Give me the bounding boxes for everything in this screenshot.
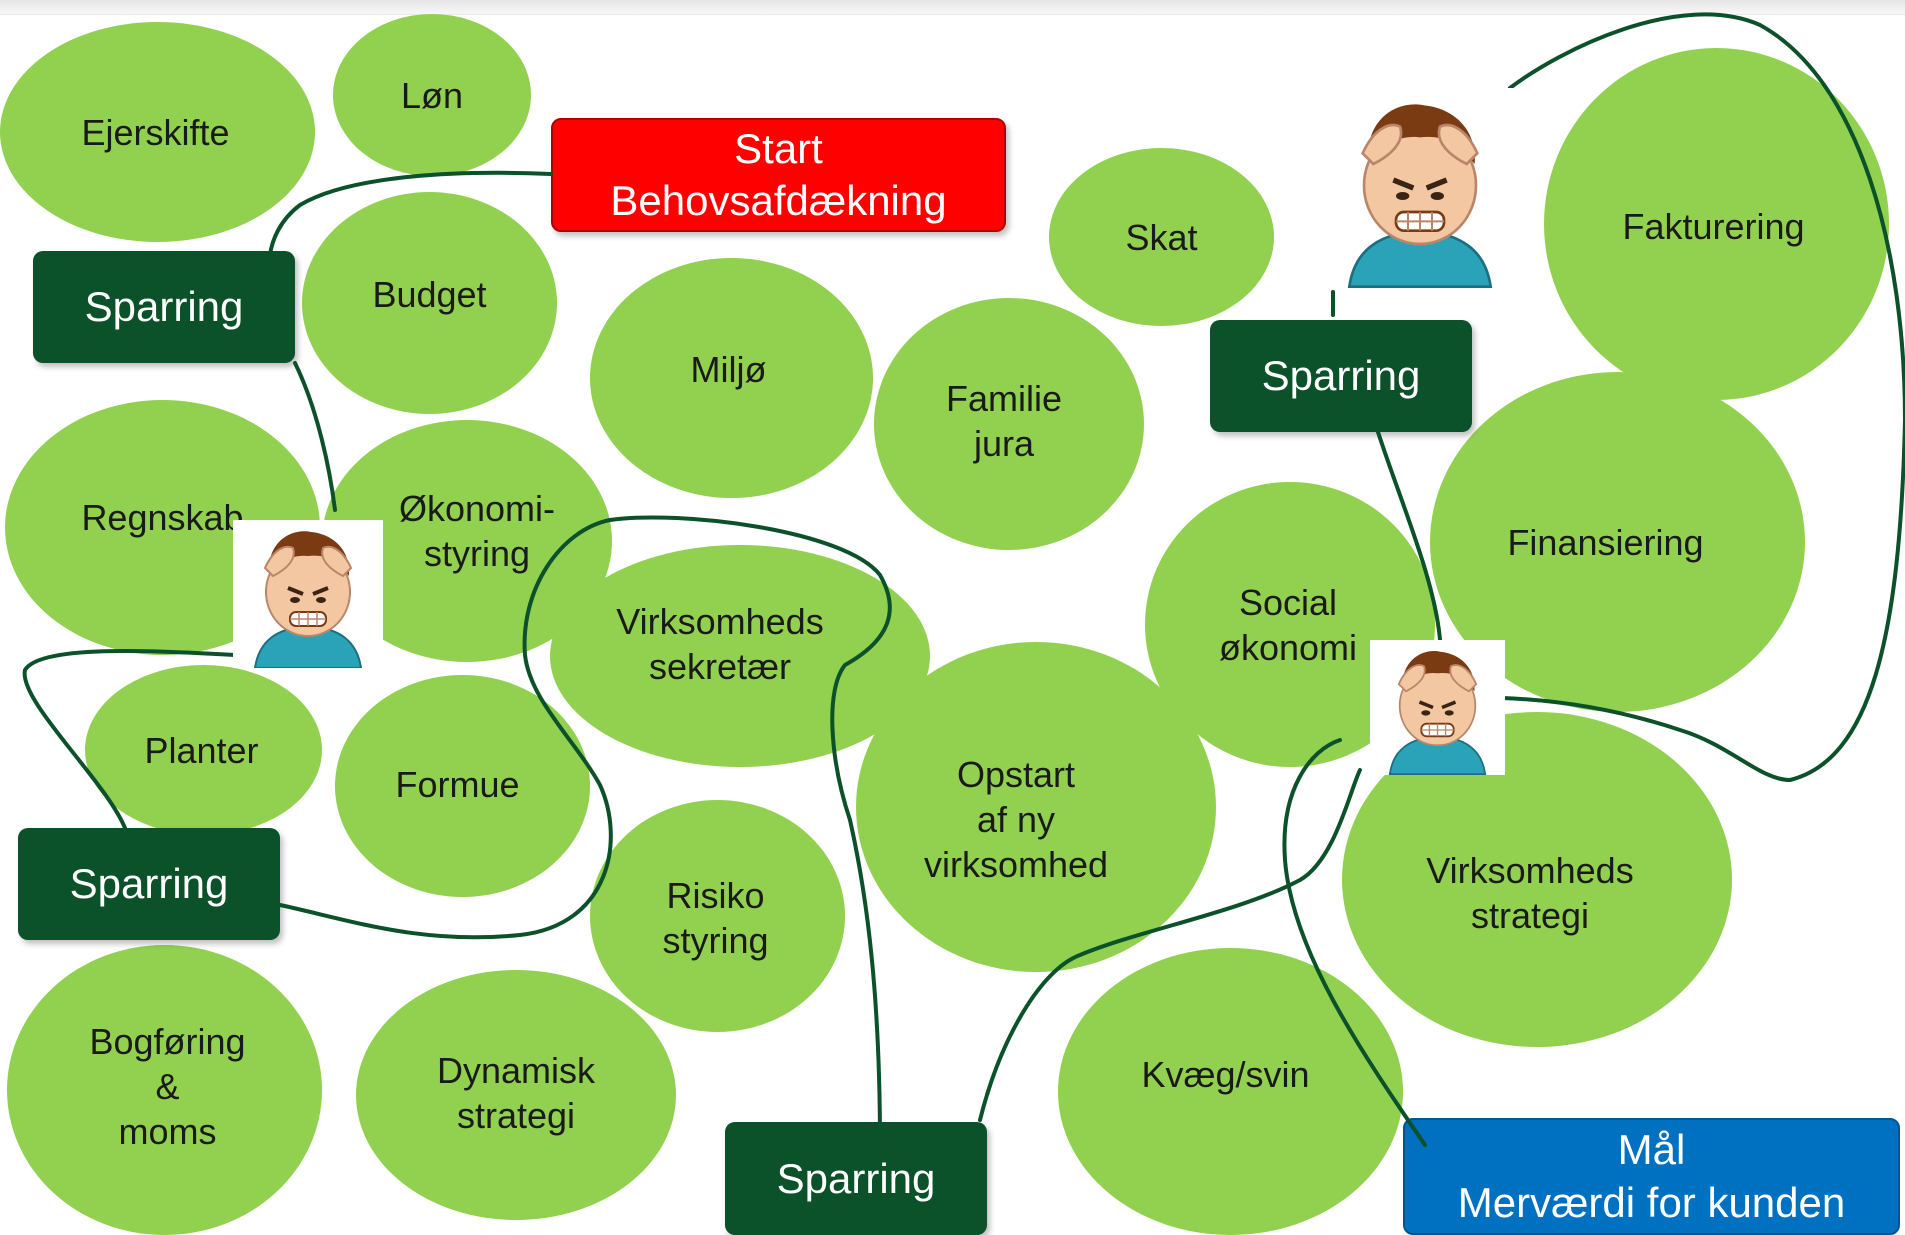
bubble-budget: Budget [302,192,557,414]
goal-box: Mål Merværdi for kunden [1403,1118,1900,1235]
bubble-planter: Planter [85,665,322,835]
bubble-virksomhedssekretaer: Virksomheds sekretær [550,545,930,767]
bubble-skat: Skat [1049,148,1274,326]
start-box: Start Behovsafdækning [551,118,1006,232]
top-bar [0,0,1905,15]
bubble-familiejura: Familie jura [874,298,1144,550]
bubble-opstart: Opstart af ny virksomhed [856,642,1216,972]
bubble-ejerskifte: Ejerskifte [0,22,315,242]
sparring-box-4: Sparring [725,1122,987,1235]
bubble-bogfoering: Bogføring & moms [7,945,322,1235]
sparring-box-2: Sparring [1210,320,1472,432]
sparring-box-1: Sparring [33,251,295,363]
frustrated-person-icon [1370,640,1505,775]
bubble-dynamisk-strategi: Dynamisk strategi [356,970,676,1220]
bubble-risikostyring: Risiko styring [590,800,845,1032]
bubble-loen: Løn [333,14,531,176]
bubble-kvaeg-svin: Kvæg/svin [1058,948,1403,1235]
bubble-fakturering: Fakturering [1544,48,1889,400]
sparring-box-3: Sparring [18,828,280,940]
bubble-miljoe: Miljø [590,258,873,498]
frustrated-person-icon [1320,88,1520,288]
frustrated-person-icon [233,520,383,668]
